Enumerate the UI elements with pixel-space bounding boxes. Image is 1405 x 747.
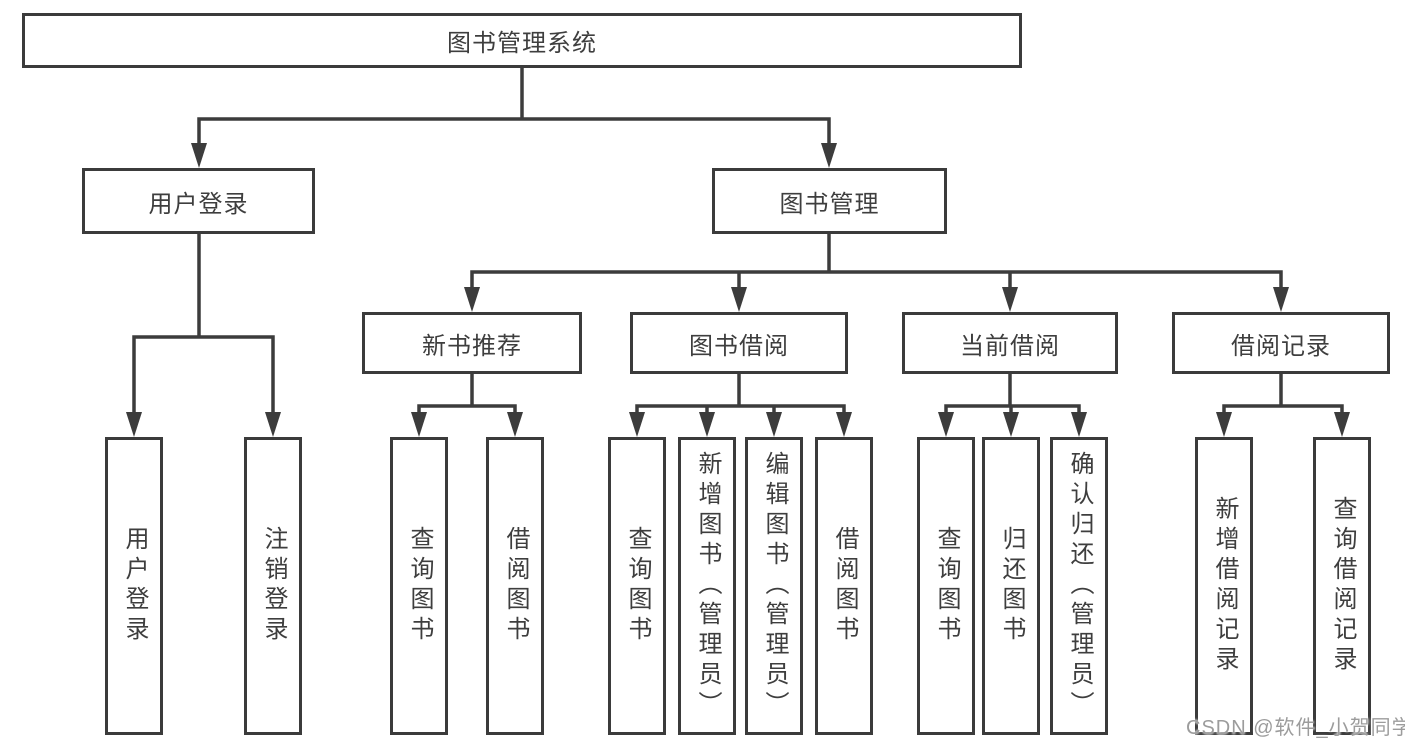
csdn-watermark: CSDN @软件_小贺同学 — [1186, 717, 1405, 739]
node-new-book-recommend: 新书推荐 — [362, 312, 582, 374]
leaf-borrowing-add-books-admin-label: 新增图书（管理员） — [694, 451, 721, 721]
leaf-current-return-books: 归还图书 — [982, 437, 1040, 735]
arrow-to-leaf-current-confirm — [1071, 412, 1087, 437]
arrow-to-leaf-current-return — [1003, 412, 1019, 437]
leaf-borrowing-query-books-label: 查询图书 — [624, 526, 651, 646]
connector-userlogin-to-leaves — [132, 335, 275, 417]
node-root: 图书管理系统 — [22, 13, 1022, 68]
arrow-to-leaf-recommend-borrow — [507, 412, 523, 437]
leaf-recommend-borrow-books: 借阅图书 — [486, 437, 544, 735]
arrow-to-leaf-borrowing-add — [699, 412, 715, 437]
arrow-to-user-login — [191, 143, 207, 168]
leaf-current-return-books-label: 归还图书 — [998, 526, 1025, 646]
arrow-to-leaf-borrowing-edit — [766, 412, 782, 437]
leaf-borrowing-add-books-admin: 新增图书（管理员） — [678, 437, 736, 735]
arrow-to-leaf-user-login — [126, 412, 142, 437]
leaf-logout-label: 注销登录 — [260, 526, 287, 646]
leaf-borrowing-borrow-books: 借阅图书 — [815, 437, 873, 735]
leaf-borrowing-query-books: 查询图书 — [608, 437, 666, 735]
leaf-current-confirm-return-admin: 确认归还（管理员） — [1050, 437, 1108, 735]
leaf-borrowing-edit-books-admin: 编辑图书（管理员） — [745, 437, 803, 735]
leaf-logout: 注销登录 — [244, 437, 302, 735]
node-book-management: 图书管理 — [712, 168, 947, 234]
arrow-to-current-borrow — [1002, 287, 1018, 312]
leaf-recommend-query-books-label: 查询图书 — [406, 526, 433, 646]
node-user-login-label: 用户登录 — [148, 190, 249, 218]
arrow-to-leaf-records-query — [1334, 412, 1350, 437]
arrow-to-new-book-recommend — [464, 287, 480, 312]
node-new-book-recommend-label: 新书推荐 — [422, 332, 522, 360]
leaf-recommend-borrow-books-label: 借阅图书 — [502, 526, 529, 646]
leaf-records-add-record: 新增借阅记录 — [1195, 437, 1253, 735]
node-borrow-records: 借阅记录 — [1172, 312, 1390, 374]
leaf-user-login: 用户登录 — [105, 437, 163, 735]
arrow-to-leaf-borrowing-query — [629, 412, 645, 437]
arrow-to-borrow-records — [1273, 287, 1289, 312]
leaf-records-add-record-label: 新增借阅记录 — [1211, 496, 1238, 676]
arrow-to-book-management — [821, 143, 837, 168]
node-current-borrow: 当前借阅 — [902, 312, 1118, 374]
node-book-management-label: 图书管理 — [779, 190, 880, 218]
connector-root-to-level2 — [197, 117, 831, 148]
leaf-recommend-query-books: 查询图书 — [390, 437, 448, 735]
arrow-to-leaf-logout — [265, 412, 281, 437]
leaf-current-query-books: 查询图书 — [917, 437, 975, 735]
arrowheads — [126, 143, 1350, 437]
connector-records-to-leaves — [1222, 404, 1344, 417]
connector-recommend-to-leaves — [417, 404, 517, 417]
arrow-to-leaf-borrowing-borrow — [836, 412, 852, 437]
node-user-login: 用户登录 — [82, 168, 315, 234]
leaf-borrowing-borrow-books-label: 借阅图书 — [831, 526, 858, 646]
connector-borrowing-to-leaves — [635, 404, 846, 417]
leaf-current-query-books-label: 查询图书 — [933, 526, 960, 646]
node-borrow-records-label: 借阅记录 — [1231, 332, 1331, 360]
leaf-records-query-record: 查询借阅记录 — [1313, 437, 1371, 735]
node-root-label: 图书管理系统 — [447, 30, 597, 57]
arrow-to-leaf-records-add — [1216, 412, 1232, 437]
node-book-borrowing: 图书借阅 — [630, 312, 848, 374]
connector-bookmgmt-to-level3 — [470, 270, 1283, 292]
leaf-current-confirm-return-admin-label: 确认归还（管理员） — [1066, 451, 1093, 721]
arrow-to-leaf-recommend-query — [411, 412, 427, 437]
node-current-borrow-label: 当前借阅 — [960, 332, 1060, 360]
arrow-to-leaf-current-query — [938, 412, 954, 437]
node-book-borrowing-label: 图书借阅 — [689, 332, 789, 360]
leaf-borrowing-edit-books-admin-label: 编辑图书（管理员） — [761, 451, 788, 721]
leaf-user-login-label: 用户登录 — [121, 526, 148, 646]
leaf-records-query-record-label: 查询借阅记录 — [1329, 496, 1356, 676]
arrow-to-book-borrowing — [731, 287, 747, 312]
